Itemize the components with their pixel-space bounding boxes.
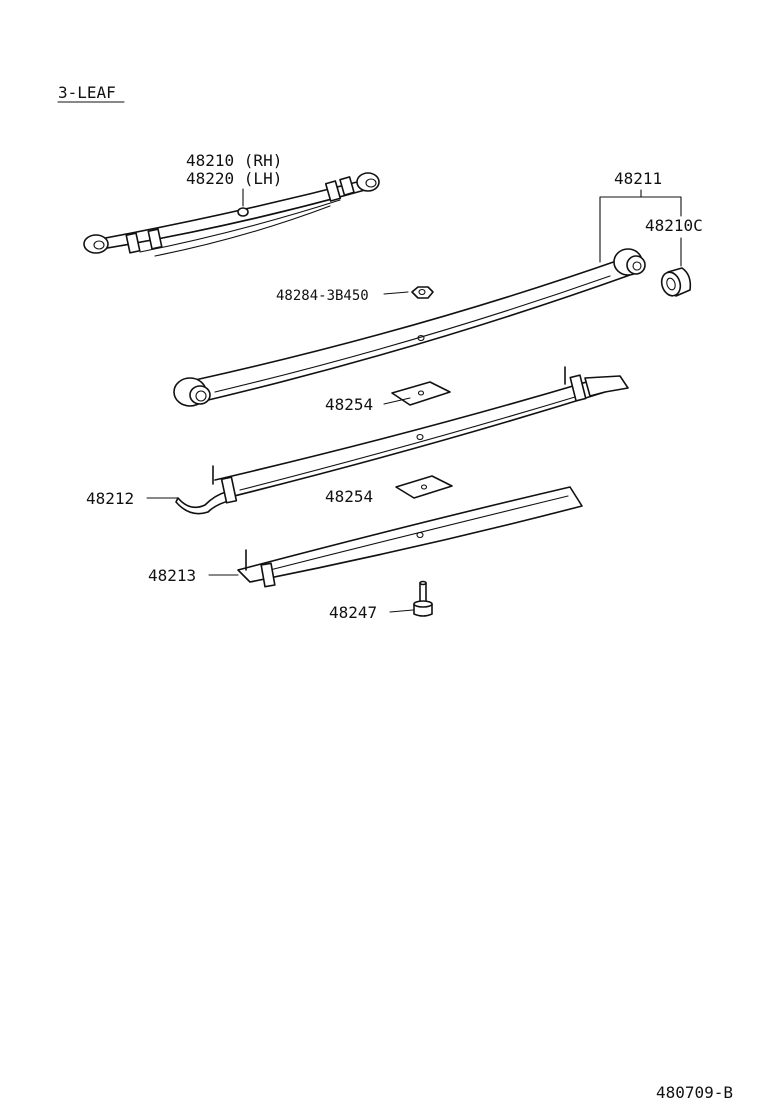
label-nut: 48284-3B450 — [276, 288, 369, 304]
label-assy-lh: 48220 (LH) — [186, 169, 282, 188]
leader-nut — [383, 291, 409, 295]
leaf-no3-illustration — [237, 486, 583, 588]
leader-center-bolt — [389, 609, 414, 613]
label-center-bolt: 48247 — [329, 603, 377, 622]
label-clip-upper: 48254 — [325, 395, 373, 414]
label-assy-rh: 48210 (RH) — [186, 151, 282, 170]
figure-code: 480709-B — [656, 1083, 733, 1102]
label-clip-lower: 48254 — [325, 487, 373, 506]
diagram-title: 3-LEAF — [58, 83, 116, 102]
clip-upper-illustration — [391, 381, 451, 406]
leaf-no1-illustration — [173, 248, 646, 407]
label-leaf-no2: 48212 — [86, 489, 134, 508]
clip-lower-illustration — [395, 475, 453, 499]
label-leaf-no3: 48213 — [148, 566, 196, 585]
label-leaf-no1: 48211 — [614, 169, 662, 188]
nut-illustration — [411, 286, 434, 299]
leader-clip-upper — [383, 397, 411, 405]
label-bushing: 48210C — [645, 216, 703, 235]
center-bolt-illustration — [413, 580, 433, 617]
bushing-illustration — [660, 267, 692, 297]
leaf-no2-illustration — [175, 366, 629, 515]
spring-assembly-illustration — [83, 172, 380, 257]
